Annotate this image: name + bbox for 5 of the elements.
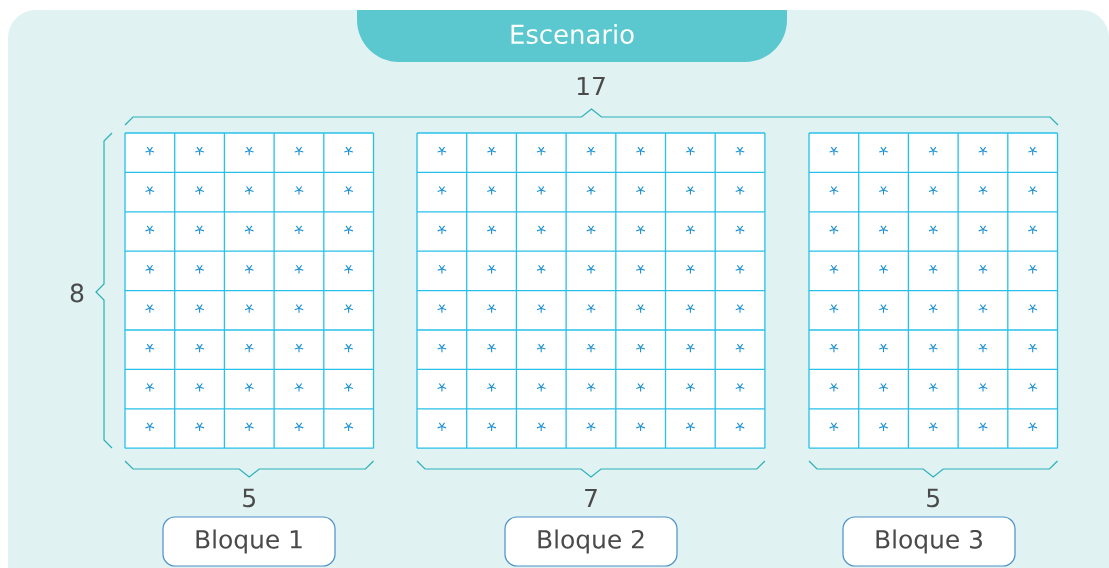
block-label-box: Bloque 3 bbox=[842, 516, 1016, 567]
block-label-box: Bloque 1 bbox=[162, 516, 336, 567]
dimension-label: 8 bbox=[70, 283, 84, 303]
title-tab: Escenario bbox=[357, 10, 787, 62]
block-label-box: Bloque 2 bbox=[504, 516, 678, 567]
